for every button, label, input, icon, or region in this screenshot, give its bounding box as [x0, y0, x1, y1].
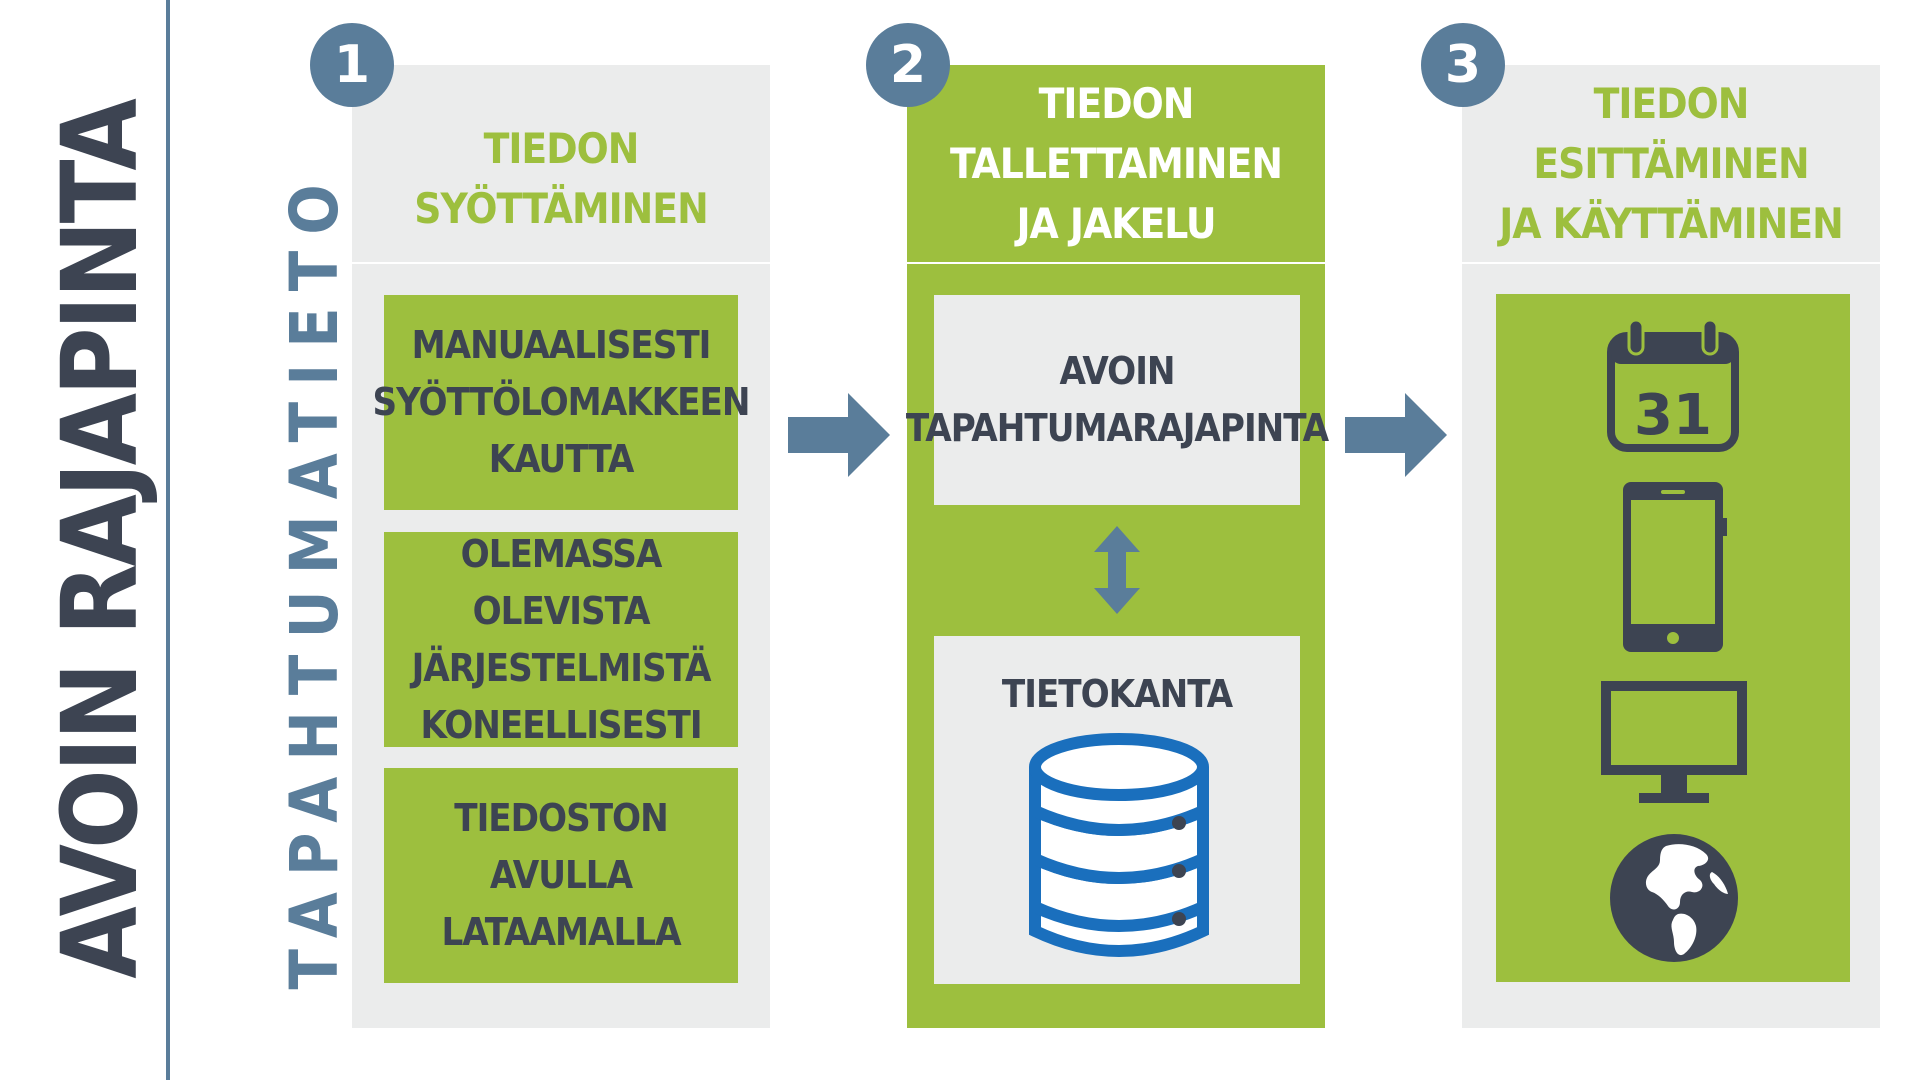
api-box-text: AVOIN TAPAHTUMARAJAPINTA	[905, 349, 1329, 450]
step-2-header: TIEDON TALLETTAMINEN JA JAKELU	[907, 65, 1325, 262]
input-box-system: OLEMASSA OLEVISTA JÄRJESTELMISTÄ KONEELL…	[384, 532, 738, 747]
calendar-day: 31	[1634, 383, 1712, 448]
step-1-badge: 1	[310, 23, 394, 107]
smartphone-icon	[1623, 482, 1727, 652]
step-3-header: TIEDON ESITTÄMINEN JA KÄYTTÄMINEN	[1462, 65, 1880, 262]
step-2-number: 2	[889, 35, 927, 95]
globe-icon	[1610, 834, 1738, 962]
api-box: AVOIN TAPAHTUMARAJAPINTA	[906, 295, 1329, 505]
database-icon	[1029, 733, 1209, 957]
input-box-system-text: OLEMASSA OLEVISTA JÄRJESTELMISTÄ KONEELL…	[411, 531, 712, 747]
input-box-file-text: TIEDOSTON AVULLA LATAAMALLA	[441, 796, 681, 954]
calendar-icon: 31	[1607, 318, 1739, 452]
step-1-number: 1	[333, 35, 371, 95]
title-area: AVOIN RAJAPINTA	[0, 0, 161, 1080]
arrow-right-icon	[788, 393, 892, 477]
double-arrow-icon	[1094, 526, 1140, 618]
database-label: TIETOKANTA	[1001, 671, 1233, 716]
step-3-number: 3	[1444, 35, 1482, 95]
main-title: AVOIN RAJAPINTA	[39, 101, 161, 979]
step-2-badge: 2	[866, 23, 950, 107]
step-1-heading: TIEDON SYÖTTÄMINEN	[414, 123, 708, 233]
input-box-file: TIEDOSTON AVULLA LATAAMALLA	[384, 768, 738, 983]
step-3-badge: 3	[1421, 23, 1505, 107]
subtitle-area: TAPAHTUMATIETO	[270, 168, 360, 990]
step-3-heading: TIEDON ESITTÄMINEN JA KÄYTTÄMINEN	[1499, 78, 1844, 248]
subtitle: TAPAHTUMATIETO	[276, 168, 353, 990]
output-box: 31	[1496, 294, 1850, 982]
input-box-manual: MANUAALISESTI SYÖTTÖLOMAKKEEN KAUTTA	[373, 295, 750, 510]
step-1-header: TIEDON SYÖTTÄMINEN	[352, 65, 770, 262]
arrow-right-icon-2	[1345, 393, 1449, 477]
input-box-manual-text: MANUAALISESTI SYÖTTÖLOMAKKEEN KAUTTA	[372, 323, 751, 481]
database-box: TIETOKANTA	[934, 636, 1300, 984]
monitor-icon	[1601, 681, 1747, 803]
step-2-heading: TIEDON TALLETTAMINEN JA JAKELU	[950, 78, 1283, 248]
divider-line	[166, 0, 170, 1080]
